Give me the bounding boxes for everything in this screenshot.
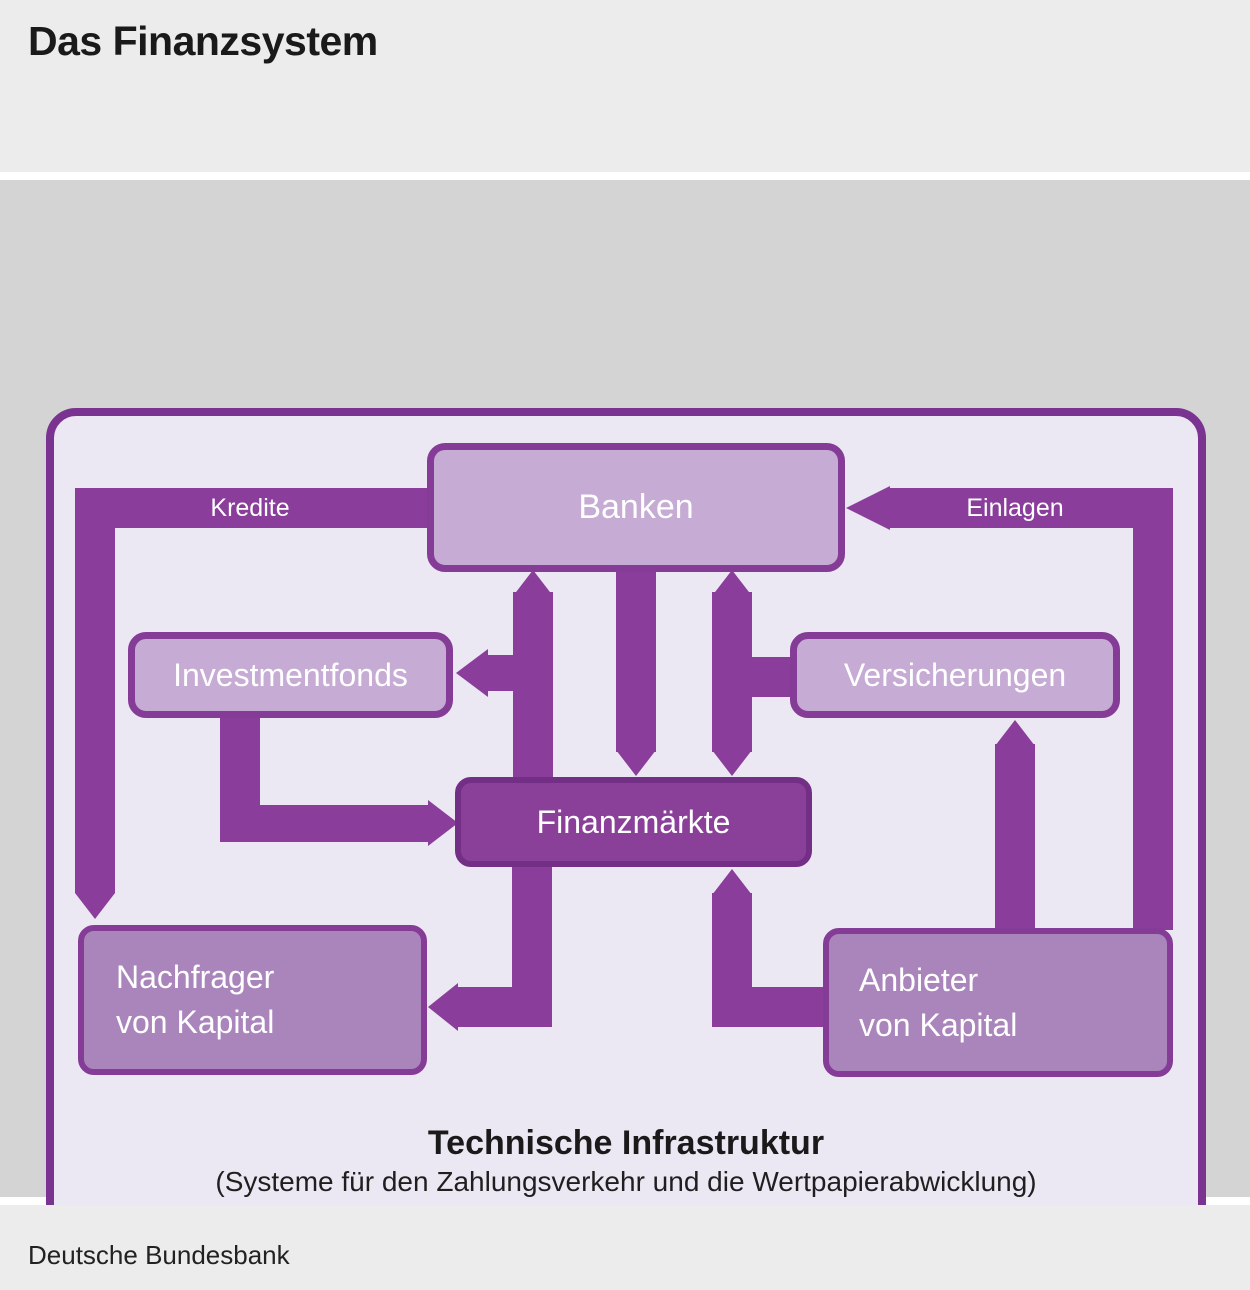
einlagen-band-vertical <box>1133 528 1173 930</box>
trunk3-arrowhead-up-banken-icon <box>712 570 752 596</box>
node-anbieter-line2: von Kapital <box>859 1006 1018 1043</box>
trunk1-stub-to-investmentfonds <box>486 655 513 691</box>
banken-finanzmaerkte-band <box>616 572 656 752</box>
node-banken-label: Banken <box>578 488 694 526</box>
node-versicherungen-label: Versicherungen <box>843 656 1067 693</box>
trunk1-arrowhead-up-banken-icon <box>513 570 553 596</box>
kredite-arrowhead-down-icon <box>75 893 115 919</box>
versicherungen-arrowhead-up-icon <box>995 720 1035 746</box>
trunk3-stub-to-versicherungen <box>752 657 794 697</box>
node-finanzmaerkte-label: Finanzmärkte <box>536 803 731 840</box>
node-anbieter-line1: Anbieter <box>859 961 979 998</box>
einlagen-arrowhead-left-icon <box>846 486 890 530</box>
finanzmaerkte-arrowhead-up-icon <box>712 869 752 895</box>
einlagen-band-horizontal <box>888 488 1173 528</box>
kredite-band-horizontal <box>75 488 427 528</box>
node-investmentfonds-label: Investmentfonds <box>173 656 408 693</box>
node-versicherungen: Versicherungen <box>790 632 1120 718</box>
kredite-label: Kredite <box>210 494 290 522</box>
nachfrager-arrowhead-left-icon <box>428 983 458 1031</box>
finanzmaerkte-arrowhead-right-icon <box>428 800 458 846</box>
einlagen-label: Einlagen <box>966 494 1064 522</box>
kredite-band-vertical <box>75 528 115 893</box>
infrastructure-caption: Technische Infrastruktur (Systeme für de… <box>46 1122 1206 1200</box>
trunk1-band-vertical <box>513 592 553 790</box>
node-finanzmaerkte: Finanzmärkte <box>455 777 812 867</box>
investmentfonds-right-band <box>220 805 430 842</box>
node-investmentfonds: Investmentfonds <box>128 632 453 718</box>
node-nachfrager-line2: von Kapital <box>116 1004 275 1040</box>
node-anbieter-von-kapital: Anbieter von Kapital <box>823 928 1173 1077</box>
infrastructure-title: Technische Infrastruktur <box>427 1124 825 1162</box>
header-bar: Das Finanzsystem <box>0 0 1250 172</box>
finanzmaerkte-nachfrager-horizontal <box>456 987 552 1027</box>
node-banken: Banken <box>427 443 845 572</box>
diagram-canvas: Kredite Einlagen <box>0 180 1250 1250</box>
page-title: Das Finanzsystem <box>28 18 378 64</box>
trunk3-band-vertical <box>712 592 752 752</box>
source-attribution: Deutsche Bundesbank <box>28 1240 290 1270</box>
infrastructure-subtitle: (Systeme für den Zahlungsverkehr und die… <box>215 1166 1037 1197</box>
node-nachfrager-line1: Nachfrager <box>116 959 275 995</box>
anbieter-versicherungen-band <box>995 744 1035 930</box>
investmentfonds-arrowhead-left-icon <box>456 649 488 697</box>
node-nachfrager-von-kapital: Nachfrager von Kapital <box>78 925 427 1075</box>
finanzmaerkte-arrowhead-down-right-icon <box>712 750 752 776</box>
anbieter-finanzmaerkte-horizontal <box>712 987 827 1027</box>
finanzmaerkte-arrowhead-down-left-icon <box>616 750 656 776</box>
footer-bar <box>0 1205 1250 1290</box>
